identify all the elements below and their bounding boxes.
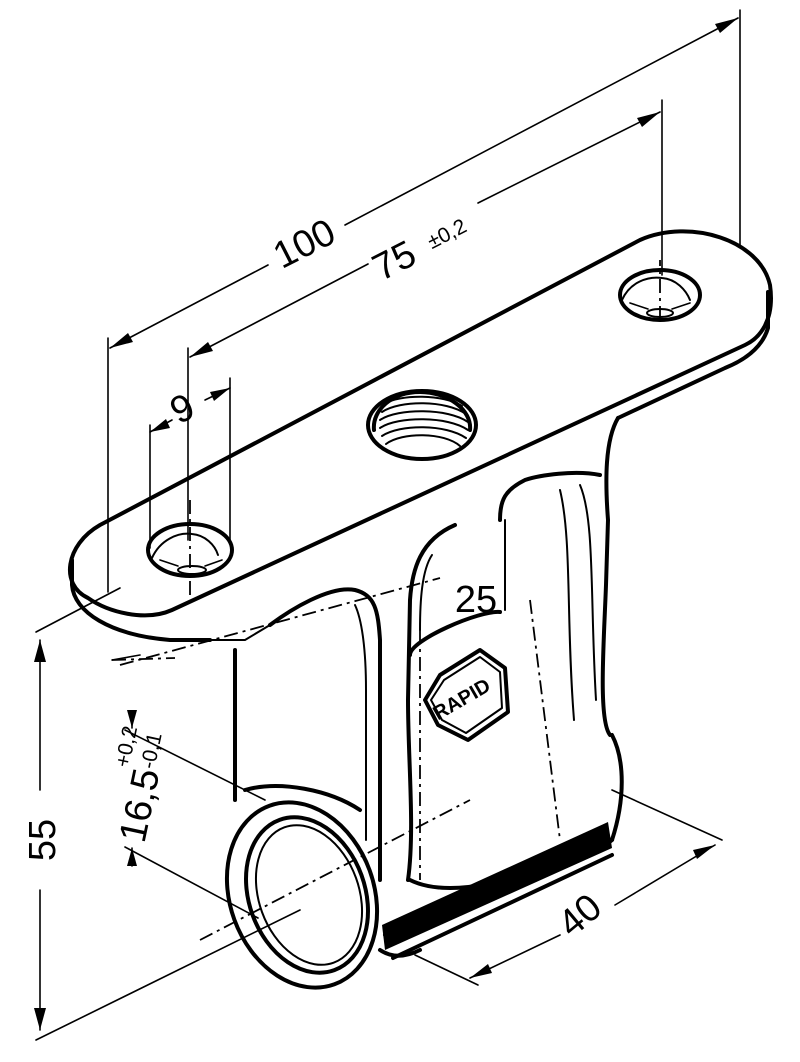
threaded-hole-center [366, 389, 478, 461]
rapid-logo-text: RAPID [430, 675, 495, 725]
top-plate [67, 229, 773, 642]
center-lines [111, 260, 661, 941]
dimension-bore-tol-lower: -0,1 [137, 731, 167, 771]
rapid-logo: RAPID [423, 648, 510, 742]
dimension-40-label: 40 [551, 886, 610, 945]
dimension-100-label: 100 [267, 211, 343, 277]
dimension-75-label: 75 [366, 233, 423, 290]
bore-cylinder [224, 784, 380, 990]
dimension-lines [34, 9, 741, 1041]
dimension-75-tolerance: ±0,2 [424, 215, 471, 254]
size-mark-label: 25 [455, 579, 497, 621]
dimension-9-label: 9 [164, 386, 202, 433]
dimension-bore-label: 16,5 [112, 765, 168, 846]
dimension-55-label: 55 [22, 819, 64, 861]
web-body [233, 416, 624, 960]
